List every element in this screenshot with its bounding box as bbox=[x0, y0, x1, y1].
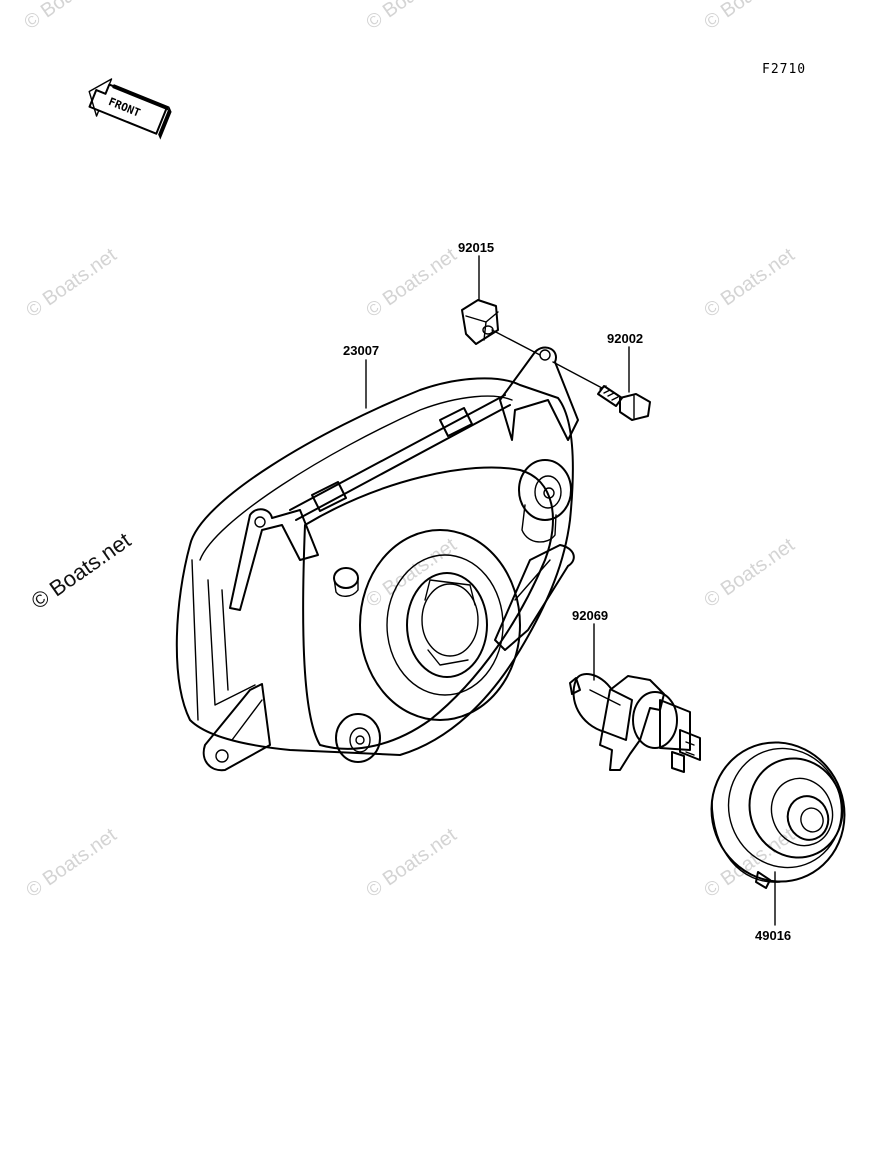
watermark: © Boats.net bbox=[700, 534, 799, 612]
watermark: © Boats.net bbox=[700, 244, 799, 322]
watermark: © Boats.net bbox=[20, 0, 119, 34]
callout-92002[interactable]: 92002 bbox=[607, 331, 643, 393]
part-number-label: 23007 bbox=[343, 343, 379, 358]
callout-23007[interactable]: 23007 bbox=[343, 343, 379, 409]
watermark-strong: © Boats.net bbox=[27, 527, 136, 614]
assembly-line bbox=[491, 329, 541, 356]
clip-nut bbox=[461, 299, 499, 345]
callout-49016[interactable]: 49016 bbox=[755, 871, 791, 943]
headlight-bulb bbox=[569, 673, 701, 773]
figure-code: F2710 bbox=[762, 62, 806, 77]
part-number-label: 92069 bbox=[572, 608, 608, 623]
watermark: © Boats.net bbox=[700, 0, 799, 34]
watermark: © Boats.net bbox=[362, 824, 461, 902]
front-arrow-icon: FRONT bbox=[88, 78, 172, 140]
dust-cover bbox=[710, 741, 846, 889]
part-number-label: 92015 bbox=[458, 240, 494, 255]
callout-92069[interactable]: 92069 bbox=[572, 608, 608, 681]
bolt bbox=[597, 385, 651, 421]
part-number-label: 92002 bbox=[607, 331, 643, 346]
watermark: © Boats.net bbox=[362, 0, 461, 34]
watermark-layer: © Boats.net © Boats.net © Boats.net © Bo… bbox=[20, 0, 799, 902]
assembly-line bbox=[552, 361, 603, 389]
watermark: © Boats.net bbox=[22, 824, 121, 902]
watermark: © Boats.net bbox=[22, 244, 121, 322]
part-number-label: 49016 bbox=[755, 928, 791, 943]
callout-92015[interactable]: 92015 bbox=[458, 240, 494, 301]
watermark: © Boats.net bbox=[362, 244, 461, 322]
headlight-housing bbox=[175, 346, 579, 772]
watermark: © Boats.net bbox=[700, 824, 799, 902]
